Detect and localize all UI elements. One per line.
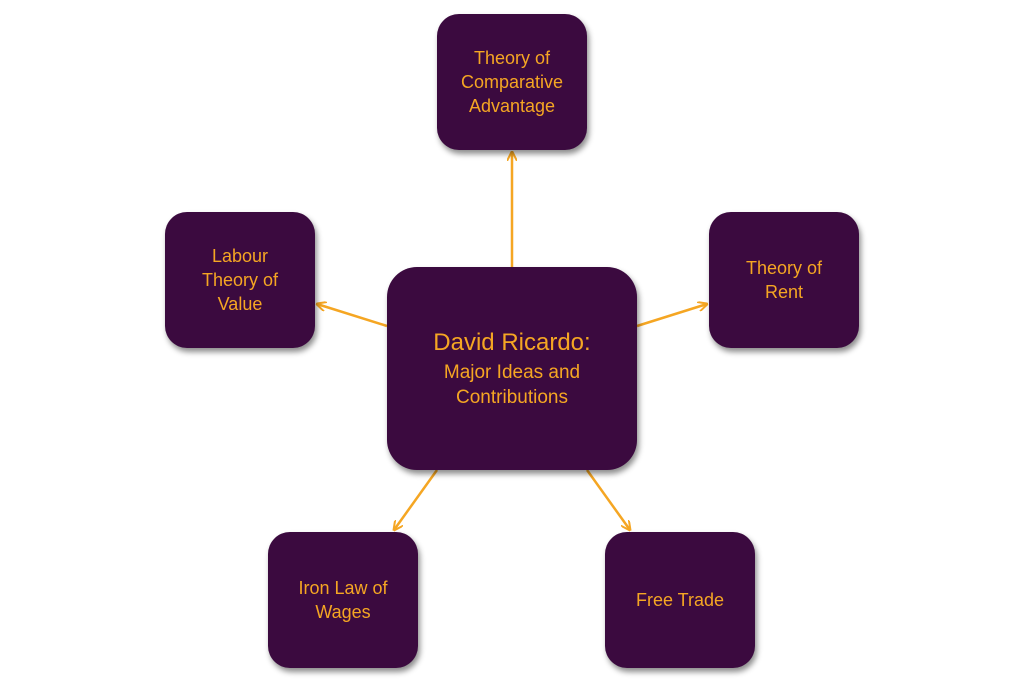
arrow-to-theory-of-rent	[636, 304, 707, 328]
node-free-trade-label: Free Trade	[635, 590, 725, 610]
node-labour-theory-of-value: Labour Theory of Value	[165, 212, 315, 348]
node-theory-of-rent-label: Theory of Rent	[745, 258, 823, 302]
node-iron-law-of-wages-label: Iron Law of Wages	[298, 578, 388, 622]
node-labour-theory-of-value-label: Labour Theory of Value	[201, 246, 279, 314]
node-comparative-advantage-label: Theory of Comparative Advantage	[460, 48, 564, 116]
node-free-trade: Free Trade	[605, 532, 755, 668]
central-topic-title: David Ricardo:	[433, 328, 591, 356]
arrow-to-iron-law	[394, 469, 439, 530]
central-topic-box: David Ricardo: Major Ideas and Contribut…	[387, 267, 637, 470]
arrow-to-labour-theory	[317, 304, 388, 328]
arrow-to-free-trade	[585, 469, 630, 530]
node-theory-of-rent: Theory of Rent	[709, 212, 859, 348]
central-topic-subtitle: Major Ideas and Contributions	[443, 361, 581, 408]
node-iron-law-of-wages: Iron Law of Wages	[268, 532, 418, 668]
node-comparative-advantage: Theory of Comparative Advantage	[437, 14, 587, 150]
